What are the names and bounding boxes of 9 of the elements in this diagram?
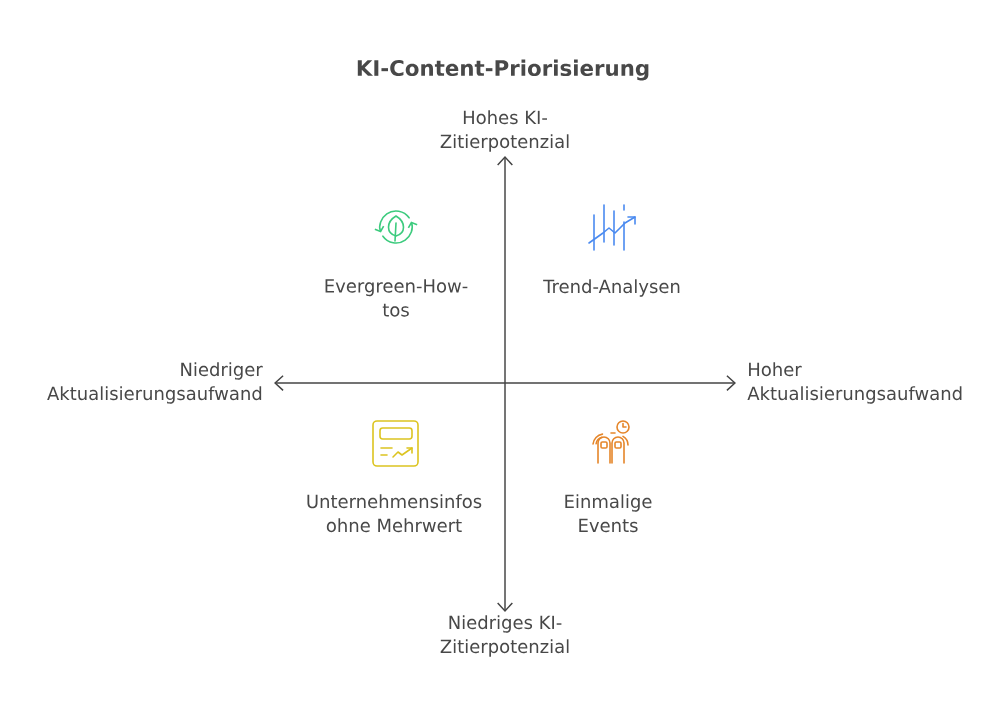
axis-label: Niedriges KI-Zitierpotenzial bbox=[440, 615, 569, 657]
title: KI-Content-Priorisierung bbox=[357, 59, 649, 81]
quadrant-label: Einmalige Events bbox=[565, 494, 652, 533]
axis-label: Niedriger Aktualisierungsaufwand bbox=[47, 362, 263, 404]
quadrant-label: Unternehmensinfos ohne Mehrwert bbox=[307, 494, 482, 533]
axis-label: Hoher Aktualisierungsaufwand bbox=[747, 362, 962, 404]
quadrant-label: Trend-Analysen bbox=[543, 279, 680, 297]
axis-label: Hohes KI-Zitierpotenzial bbox=[440, 110, 569, 152]
quadrant-label: Evergreen-How-tos bbox=[325, 279, 468, 317]
